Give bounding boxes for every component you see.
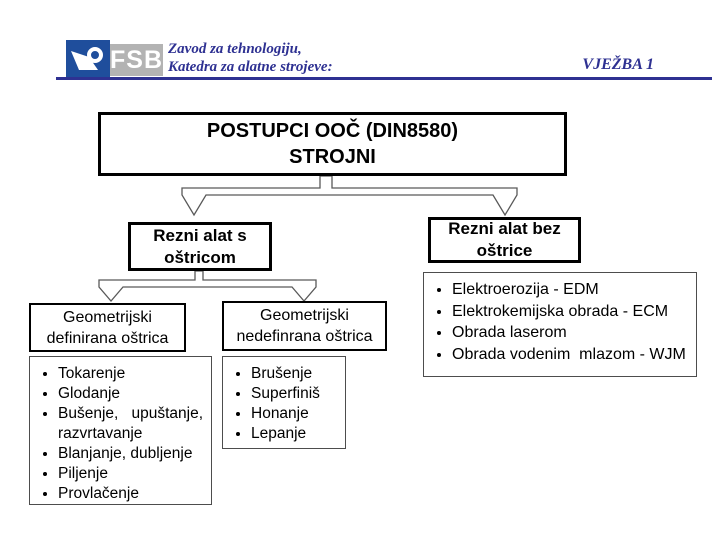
title-box: POSTUPCI OOČ (DIN8580) STROJNI: [98, 112, 567, 176]
title-line2: STROJNI: [289, 146, 376, 168]
branch-left-line2: oštricom: [164, 247, 236, 267]
list-item: Lepanje: [251, 424, 341, 444]
defined-edge-processes-box: TokarenjeGlodanjeBušenje, upuštanje, raz…: [29, 356, 212, 505]
geo-undefined-box: Geometrijski nedefinrana oštrica: [222, 301, 387, 351]
no-edge-processes-list: Elektroerozija - EDMElektrokemijska obra…: [424, 273, 696, 365]
header-divider: [56, 77, 712, 80]
list-item: Elektroerozija - EDM: [452, 279, 692, 301]
branch-right-line2: oštrice: [476, 241, 533, 260]
list-item: Provlačenje: [58, 484, 203, 504]
list-item: Bušenje, upuštanje, razvrtavanje: [58, 404, 203, 444]
list-item: Superfiniš: [251, 384, 341, 404]
branch-left-line1: Rezni alat s: [153, 225, 247, 245]
title-line1: POSTUPCI OOČ (DIN8580): [206, 120, 459, 142]
list-item: Tokarenje: [58, 364, 203, 384]
geo-undefined-line2: nedefinrana oštrica: [236, 328, 373, 345]
department-line2: Katedra za alatne strojeve:: [168, 59, 333, 75]
undefined-edge-processes-list: BrušenjeSuperfinišHonanjeLepanje: [223, 357, 345, 444]
defined-edge-processes-list: TokarenjeGlodanjeBušenje, upuštanje, raz…: [30, 357, 211, 504]
no-edge-processes-box: Elektroerozija - EDMElektrokemijska obra…: [423, 272, 697, 377]
list-item: Honanje: [251, 404, 341, 424]
department-header: Zavod za tehnologiju, Katedra za alatne …: [168, 40, 333, 76]
list-item: Blanjanje, dubljenje: [58, 444, 203, 464]
branch-right-line1: Rezni alat bez: [448, 219, 561, 238]
geo-undefined-line1: Geometrijski: [260, 307, 349, 324]
branch-cutting-edge-box: Rezni alat s oštricom: [128, 222, 272, 271]
connector-branch-to-geo: [98, 270, 317, 302]
fsb-logo-text: FSB: [110, 44, 163, 76]
exercise-label: VJEŽBA 1: [582, 56, 654, 73]
list-item: Obrada vodenim mlazom - WJM: [452, 344, 692, 366]
list-item: Piljenje: [58, 464, 203, 484]
list-item: Elektrokemijska obrada - ECM: [452, 301, 692, 323]
geo-defined-line2: definirana oštrica: [46, 329, 169, 347]
department-line1: Zavod za tehnologiju,: [168, 41, 302, 57]
undefined-edge-processes-box: BrušenjeSuperfinišHonanjeLepanje: [222, 356, 346, 449]
geo-defined-line1: Geometrijski: [63, 308, 152, 326]
list-item: Brušenje: [251, 364, 341, 384]
list-item: Glodanje: [58, 384, 203, 404]
list-item: Obrada laserom: [452, 322, 692, 344]
geo-defined-box: Geometrijski definirana oštrica: [29, 303, 186, 352]
branch-no-cutting-edge-box: Rezni alat bez oštrice: [428, 217, 581, 263]
fsb-logo-mark-icon: [66, 40, 110, 80]
connector-title-to-branches: [181, 175, 518, 217]
boat-icon: [71, 47, 103, 70]
